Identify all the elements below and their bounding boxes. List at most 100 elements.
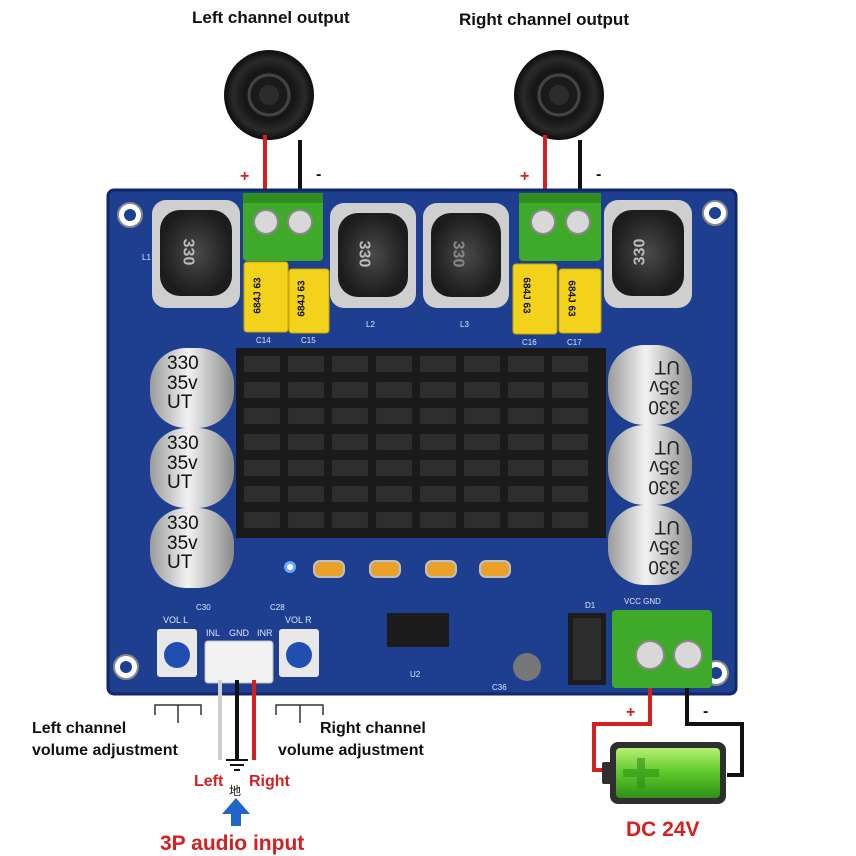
small-components bbox=[157, 560, 712, 688]
film-capacitors bbox=[243, 261, 602, 335]
heatsink-fin bbox=[376, 382, 412, 398]
film-cap-marking-1: 684J 63 bbox=[252, 277, 264, 314]
cap-right-1-text: 330 35v UT bbox=[648, 356, 680, 417]
heatsink-fin bbox=[376, 356, 412, 372]
silk-c28: C28 bbox=[270, 603, 285, 612]
heatsink-fin bbox=[332, 434, 368, 450]
heatsink-fin bbox=[508, 408, 544, 424]
silk-l3: L3 bbox=[460, 320, 469, 329]
cap-left-3-line3: UT bbox=[167, 552, 193, 573]
heatsink-fin bbox=[244, 434, 280, 450]
right-channel-output-label: Right channel output bbox=[459, 10, 629, 29]
cap-right-3-line3: UT bbox=[654, 516, 680, 537]
heatsink-fin bbox=[508, 460, 544, 476]
heatsink-fin bbox=[508, 486, 544, 502]
left-volume-label-line1: Left channel bbox=[32, 720, 127, 737]
heatsink-fin bbox=[464, 460, 500, 476]
heatsink-fin bbox=[420, 434, 456, 450]
heatsink-fin bbox=[332, 356, 368, 372]
cap-right-2-line1: 330 bbox=[648, 476, 680, 497]
cap-left-3-line1: 330 bbox=[167, 513, 199, 534]
right-plus-sign: + bbox=[520, 168, 530, 185]
cap-left-2-line1: 330 bbox=[167, 433, 199, 454]
heatsink-fin bbox=[552, 434, 588, 450]
heatsink-fin bbox=[420, 408, 456, 424]
electrolytic-capacitors bbox=[150, 345, 692, 588]
silk-c16: C16 bbox=[522, 338, 537, 347]
heatsink-fin bbox=[376, 512, 412, 528]
right-minus-sign: - bbox=[596, 166, 602, 183]
cap-left-1-line3: UT bbox=[167, 392, 193, 413]
input-left-label: Left bbox=[194, 773, 224, 790]
left-volume-label-line2: volume adjustment bbox=[32, 742, 178, 759]
silk-l2: L2 bbox=[366, 320, 375, 329]
heatsink-fin bbox=[332, 460, 368, 476]
heatsink-fin bbox=[332, 486, 368, 502]
silk-c30: C30 bbox=[196, 603, 211, 612]
left-plus-sign: + bbox=[240, 168, 250, 185]
cap-right-3-text: 330 35v UT bbox=[648, 516, 680, 577]
silk-vol-l: VOL L bbox=[163, 615, 189, 625]
heatsink-fin bbox=[244, 486, 280, 502]
heatsink-fin bbox=[244, 512, 280, 528]
heatsink-fin bbox=[552, 408, 588, 424]
power-plus-sign: + bbox=[626, 704, 636, 721]
heatsink-fin bbox=[420, 460, 456, 476]
right-volume-label-line2: volume adjustment bbox=[278, 742, 424, 759]
silk-gnd: GND bbox=[229, 628, 249, 638]
silk-l1: L1 bbox=[142, 253, 151, 262]
input-gnd-label: 地 bbox=[229, 784, 242, 798]
input-arrow bbox=[222, 798, 250, 826]
heatsink-fin bbox=[244, 408, 280, 424]
heatsink-fin bbox=[288, 356, 324, 372]
film-cap-marking-4: 684J 63 bbox=[565, 280, 577, 317]
heatsink-fin bbox=[420, 356, 456, 372]
heatsink-fin bbox=[508, 382, 544, 398]
heatsink-fin bbox=[464, 486, 500, 502]
inductor-marking-l3: 330 bbox=[449, 240, 467, 268]
silk-d1: D1 bbox=[585, 601, 596, 610]
heatsink-fin bbox=[288, 408, 324, 424]
heatsink-fin bbox=[376, 434, 412, 450]
heatsink-fin bbox=[332, 512, 368, 528]
silk-c15: C15 bbox=[301, 336, 316, 345]
left-minus-sign: - bbox=[316, 166, 322, 183]
heatsink-fin bbox=[244, 356, 280, 372]
silk-c14: C14 bbox=[256, 336, 271, 345]
right-volume-label-line1: Right channel bbox=[320, 720, 426, 737]
heatsink bbox=[236, 348, 606, 538]
cap-right-3-line1: 330 bbox=[648, 556, 680, 577]
ground-symbol bbox=[226, 759, 248, 771]
heatsink-fin bbox=[508, 512, 544, 528]
inductor-marking-l1: 330 bbox=[179, 238, 197, 266]
heatsink-fin bbox=[464, 382, 500, 398]
right-speaker bbox=[514, 50, 604, 140]
cap-left-1-line2: 35v bbox=[167, 373, 198, 394]
heatsink-fin bbox=[288, 460, 324, 476]
heatsink-fin bbox=[552, 356, 588, 372]
inductors bbox=[152, 200, 692, 308]
left-speaker bbox=[224, 50, 314, 140]
cap-right-2-line2: 35v bbox=[649, 456, 680, 477]
cap-right-3-line2: 35v bbox=[649, 536, 680, 557]
heatsink-fin bbox=[332, 382, 368, 398]
heatsink-fin bbox=[464, 512, 500, 528]
film-cap-marking-2: 684J 63 bbox=[296, 280, 308, 317]
heatsink-fin bbox=[376, 460, 412, 476]
cap-right-2-text: 330 35v UT bbox=[648, 436, 680, 497]
silk-inr: INR bbox=[257, 628, 273, 638]
heatsink-fin bbox=[244, 460, 280, 476]
heatsink-fin bbox=[508, 434, 544, 450]
heatsink-fin bbox=[244, 382, 280, 398]
cap-right-1-line1: 330 bbox=[648, 396, 680, 417]
input-right-label: Right bbox=[249, 773, 290, 790]
output-terminals bbox=[243, 193, 601, 261]
silk-u2: U2 bbox=[410, 670, 421, 679]
silk-vcc-gnd: VCC GND bbox=[624, 597, 661, 606]
power-label: DC 24V bbox=[626, 818, 700, 841]
audio-input-title: 3P audio input bbox=[160, 832, 305, 855]
cap-left-2-line3: UT bbox=[167, 472, 193, 493]
inductor-marking-l4: 330 bbox=[631, 238, 649, 266]
